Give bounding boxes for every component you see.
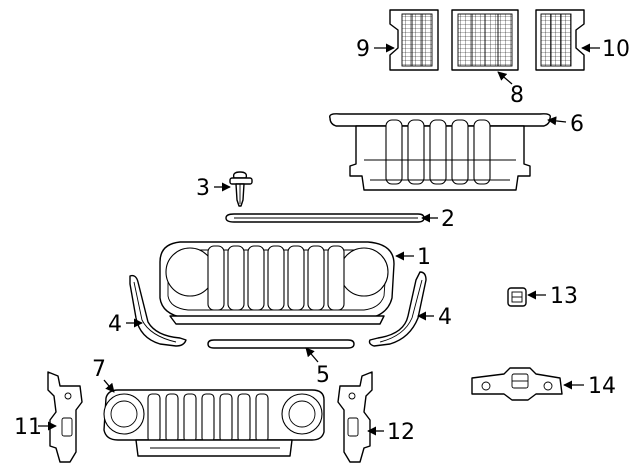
part-13-clip bbox=[507, 287, 527, 307]
callout-8: 8 bbox=[510, 83, 524, 108]
callout-2: 2 bbox=[441, 207, 455, 232]
part-3-push-pin-retainer bbox=[229, 171, 253, 207]
callout-9: 9 bbox=[356, 37, 370, 62]
leader-7 bbox=[103, 379, 115, 393]
leader-8 bbox=[497, 71, 513, 85]
part-6-grille-reinforcement bbox=[329, 113, 551, 191]
part-14-mounting-bracket bbox=[471, 367, 563, 401]
callout-12: 12 bbox=[387, 420, 415, 445]
callout-14: 14 bbox=[588, 374, 616, 399]
callout-4-left: 4 bbox=[108, 312, 122, 337]
callout-7: 7 bbox=[92, 357, 106, 382]
callout-labels: 1 2 3 4 4 5 6 7 8 9 10 11 12 13 14 bbox=[14, 37, 630, 445]
callout-4-right: 4 bbox=[438, 305, 452, 330]
leader-5 bbox=[305, 347, 319, 363]
callout-3: 3 bbox=[196, 176, 210, 201]
part-5-lower-seal-strip bbox=[207, 339, 355, 349]
callout-13: 13 bbox=[550, 284, 578, 309]
leader-lines bbox=[38, 43, 600, 436]
part-4-right-side-molding bbox=[368, 271, 427, 347]
part-10-right-grille-insert bbox=[535, 9, 585, 71]
callout-1: 1 bbox=[417, 245, 431, 270]
leader-6 bbox=[547, 116, 567, 126]
callout-10: 10 bbox=[602, 37, 630, 62]
part-9-left-grille-insert bbox=[389, 9, 439, 71]
part-8-center-grille-insert bbox=[451, 9, 519, 71]
part-11-left-bracket bbox=[47, 371, 83, 463]
part-2-upper-seal-strip bbox=[225, 213, 425, 223]
part-7-grille-opening-reinforcement bbox=[103, 389, 325, 457]
part-1-grille-assembly bbox=[159, 241, 395, 325]
callout-11: 11 bbox=[14, 415, 42, 440]
part-12-right-bracket bbox=[337, 371, 373, 463]
callout-6: 6 bbox=[570, 112, 584, 137]
callout-5: 5 bbox=[316, 363, 330, 388]
